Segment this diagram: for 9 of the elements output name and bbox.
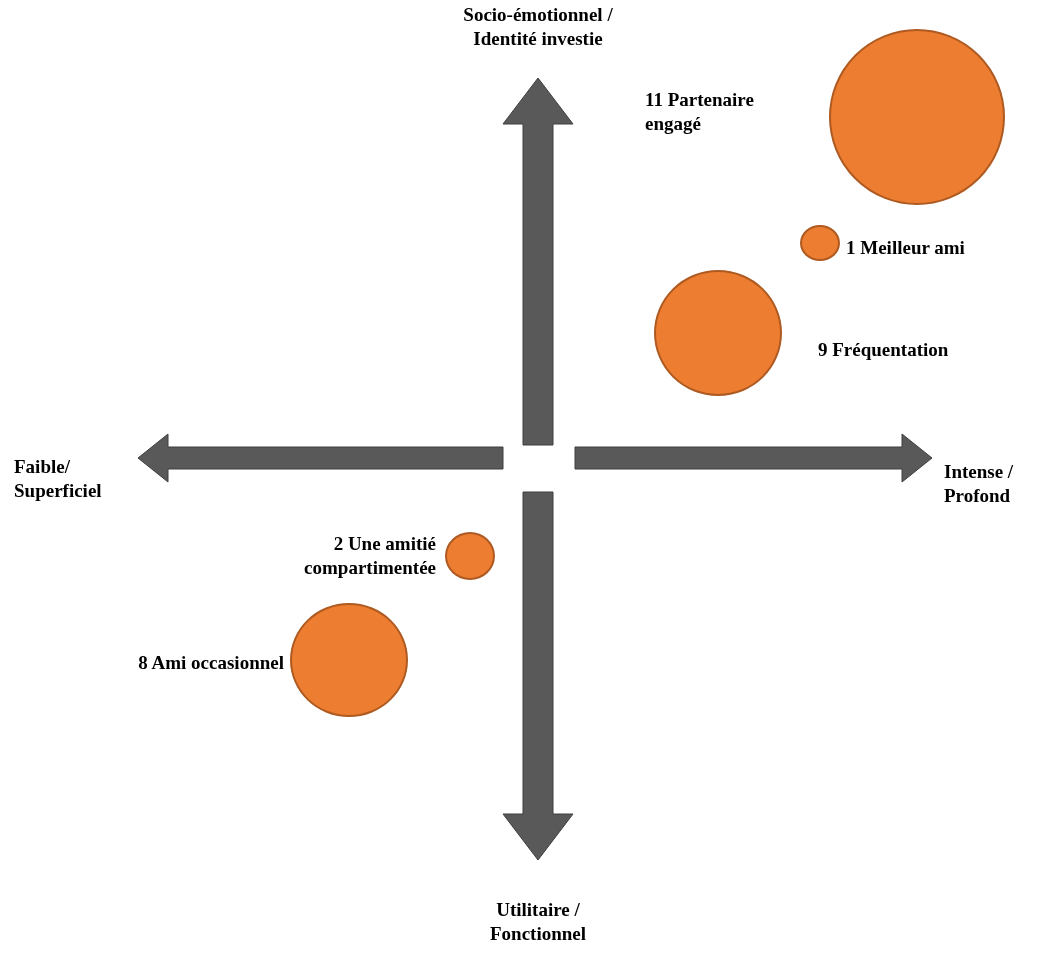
bubble-label: 2 Une amitié compartimentée <box>303 532 436 580</box>
bubble-label: 1 Meilleur ami <box>846 236 966 260</box>
bubble-label: 9 Fréquentation <box>818 338 950 362</box>
axis-label: Utilitaire / Fonctionnel <box>488 898 588 946</box>
bubble-label: 11 Partenaire engagé <box>645 88 755 136</box>
axis-label: Socio-émotionnel / Identité investie <box>462 3 614 51</box>
axis-label: Intense / Profond <box>944 460 1015 508</box>
bubble-label: 8 Ami occasionnel <box>137 651 284 675</box>
axis-label: Faible/ Superficiel <box>14 455 103 503</box>
